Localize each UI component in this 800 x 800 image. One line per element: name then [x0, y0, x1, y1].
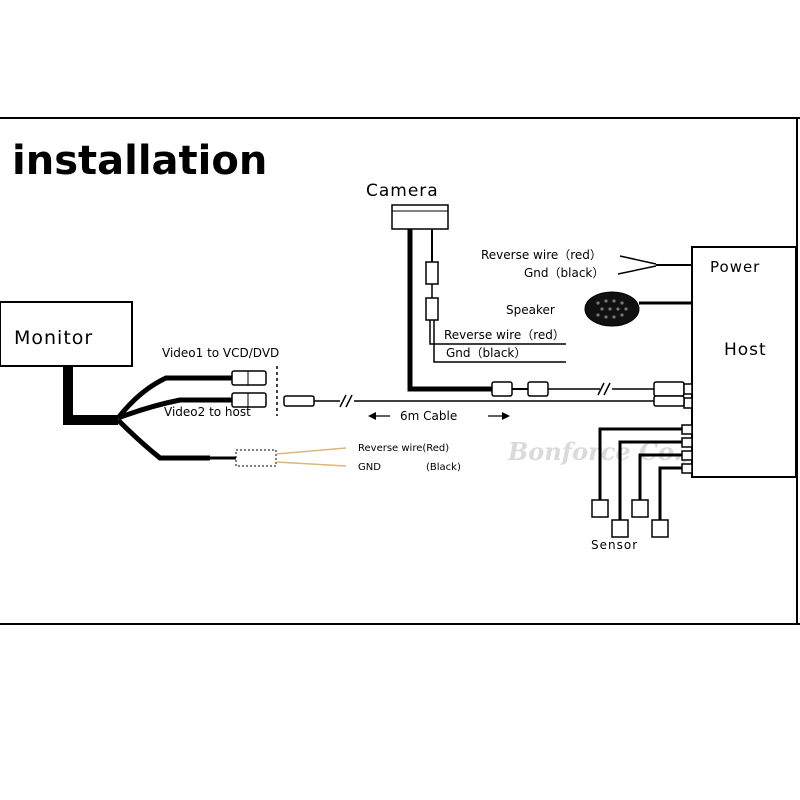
- sensor-wire-1: [598, 427, 682, 500]
- reverse-cable: [116, 418, 210, 461]
- host-camera-plug: [653, 381, 685, 397]
- sensor-port-3: [681, 450, 693, 461]
- sensor-wire-3: [638, 453, 682, 500]
- camera-cable-break-1: [597, 382, 605, 396]
- sensor-port-4: [681, 463, 693, 474]
- sensor-wire-4: [658, 466, 682, 520]
- video1-label: Video1 to VCD/DVD: [162, 346, 279, 360]
- cable-length-arrowhead-left: [368, 412, 376, 420]
- host-reverse-wire-label: Reverse wire（red）: [481, 248, 602, 262]
- speaker-grille: [596, 299, 628, 319]
- page-title: installation: [12, 138, 267, 184]
- camera-connector-lower: [425, 297, 439, 321]
- mon-reverse-wire: [275, 447, 347, 455]
- sensor-3: [631, 499, 649, 518]
- sensor-2: [611, 519, 629, 538]
- host-gnd-label: Gnd（black）: [524, 266, 604, 280]
- video1-cable: [116, 375, 232, 420]
- monitor-box: [0, 301, 133, 367]
- camera-reverse-wire-label: Reverse wire（red）: [444, 328, 565, 342]
- extension-connector: [283, 395, 315, 407]
- extension-break-2: [345, 394, 353, 408]
- camera-connector-upper: [425, 261, 439, 285]
- mon-gnd-wire: [275, 461, 347, 467]
- sensor-wire-2: [618, 440, 682, 520]
- monitor-cable-stem: [63, 366, 118, 425]
- video2-connector: [231, 392, 267, 408]
- camera-label: Camera: [366, 181, 439, 201]
- camera-reverse-wire-line: [429, 320, 566, 345]
- host-video2-plug: [653, 395, 685, 407]
- video2-label: Video2 to host: [164, 405, 251, 419]
- sensor-label: Sensor: [591, 538, 638, 552]
- reverse-wire-sleeve: [235, 449, 277, 467]
- cable-length-label: 6m Cable: [400, 409, 457, 423]
- mon-gnd-label: GND: [358, 462, 381, 473]
- video2-cable: [117, 397, 232, 421]
- camera-cable-break-2: [603, 382, 611, 396]
- mon-reverse-wire-label: Reverse wire(Red): [358, 443, 449, 454]
- camera-gnd-line: [433, 320, 566, 363]
- camera-video-cable: [407, 229, 492, 392]
- camera-cable-connector-2: [527, 381, 549, 397]
- extension-break-1: [339, 394, 347, 408]
- power-reverse-wire: [619, 255, 657, 265]
- host-video2-port: [683, 397, 693, 409]
- sensor-port-1: [681, 424, 693, 435]
- host-label: Host: [724, 340, 767, 360]
- host-box: [691, 246, 797, 478]
- camera-cable-connector-1: [491, 381, 513, 397]
- sensor-1: [591, 499, 609, 518]
- power-label: Power: [710, 258, 760, 276]
- monitor-label: Monitor: [14, 327, 93, 349]
- speaker-body: [584, 291, 640, 327]
- video1-connector: [231, 370, 267, 386]
- camera-body: [391, 204, 449, 230]
- cable-length-arrowhead-right: [502, 412, 510, 420]
- power-gnd-wire: [617, 265, 657, 275]
- mon-black-label: (Black): [426, 462, 461, 473]
- host-video-port: [683, 383, 693, 395]
- sensor-port-2: [681, 437, 693, 448]
- camera-gnd-label: Gnd（black）: [446, 346, 526, 360]
- speaker-label: Speaker: [506, 303, 555, 317]
- sensor-4: [651, 519, 669, 538]
